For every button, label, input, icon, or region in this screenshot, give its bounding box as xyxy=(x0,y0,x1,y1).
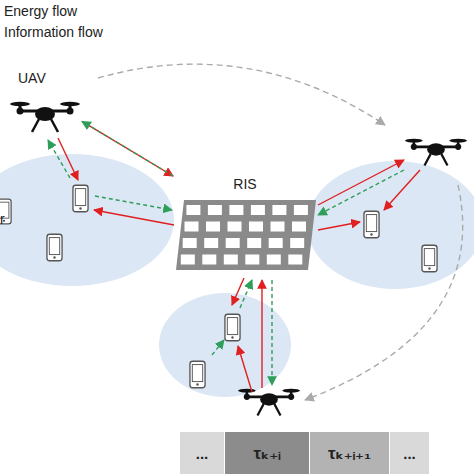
ris-element xyxy=(224,255,238,265)
ris-element xyxy=(208,205,222,215)
user-phone xyxy=(422,245,437,271)
user-phone xyxy=(190,361,205,387)
trajectory-line xyxy=(98,64,385,125)
energy-arrow xyxy=(384,170,420,210)
ris-element xyxy=(183,238,197,248)
energy-arrow xyxy=(318,160,404,205)
flow-connector xyxy=(82,121,173,176)
area-label: r xyxy=(0,211,5,227)
ris-node: RIS xyxy=(170,176,320,274)
time-slot: ... xyxy=(180,432,225,474)
trajectory-line xyxy=(305,185,463,400)
ris-element xyxy=(271,222,285,232)
energy-arrow xyxy=(94,210,174,225)
uav-drone xyxy=(10,98,80,138)
coverage-area xyxy=(0,154,174,286)
uav-drone xyxy=(405,139,467,166)
information-arrow xyxy=(95,196,172,210)
energy-arrow xyxy=(261,280,262,388)
node-label: RIS xyxy=(170,176,320,192)
ris-surface xyxy=(176,200,316,270)
energy-arrow xyxy=(232,278,244,305)
time-slot: ... xyxy=(390,432,430,474)
ris-element xyxy=(269,238,283,248)
ris-element xyxy=(206,222,220,232)
uav-drone xyxy=(238,389,300,416)
ris-element xyxy=(181,255,195,265)
ris-element xyxy=(251,205,265,215)
time-slot: τₖ₊ᵢ₊₁ xyxy=(310,432,390,474)
ris-element xyxy=(292,222,306,232)
ris-panel xyxy=(170,196,320,274)
information-arrow xyxy=(271,280,272,385)
ris-element xyxy=(290,238,304,248)
ris-element xyxy=(186,205,200,215)
ris-element xyxy=(229,205,243,215)
slot-label: ... xyxy=(196,445,209,462)
ris-element xyxy=(288,255,302,265)
energy-arrow xyxy=(318,222,360,230)
user-phone xyxy=(47,234,62,260)
legend-text: Energy flow xyxy=(4,3,77,19)
ris-element xyxy=(204,238,218,248)
user-phone xyxy=(225,314,240,340)
energy-arrow xyxy=(58,138,78,180)
ris-element xyxy=(245,255,259,265)
ris-element xyxy=(228,222,242,232)
energy-arrow xyxy=(238,346,252,392)
information-arrow xyxy=(318,170,404,215)
information-arrow xyxy=(212,340,224,355)
ris-element xyxy=(249,222,263,232)
flow-connector xyxy=(82,121,173,176)
information-arrow xyxy=(48,140,70,178)
ris-element xyxy=(267,255,281,265)
slot-label: τₖ₊ᵢ₊₁ xyxy=(328,443,371,464)
coverage-area xyxy=(307,161,474,289)
time-slot: τₖ₊ᵢ xyxy=(225,432,310,474)
uav-node: UAV xyxy=(8,70,82,140)
ris-element xyxy=(226,238,240,248)
ris-element xyxy=(202,255,216,265)
ris-element xyxy=(272,205,286,215)
ris-element xyxy=(247,238,261,248)
coverage-area xyxy=(159,293,291,397)
drone-shape xyxy=(10,102,80,132)
information-arrow xyxy=(240,280,252,308)
user-phone xyxy=(73,185,88,211)
legend-text: Information flow xyxy=(4,24,103,40)
slot-label: τₖ₊ᵢ xyxy=(253,443,280,464)
ris-element xyxy=(185,222,199,232)
node-label: UAV xyxy=(18,70,46,86)
slot-label: ... xyxy=(403,445,416,462)
ris-element xyxy=(294,205,308,215)
user-phone xyxy=(364,211,379,237)
